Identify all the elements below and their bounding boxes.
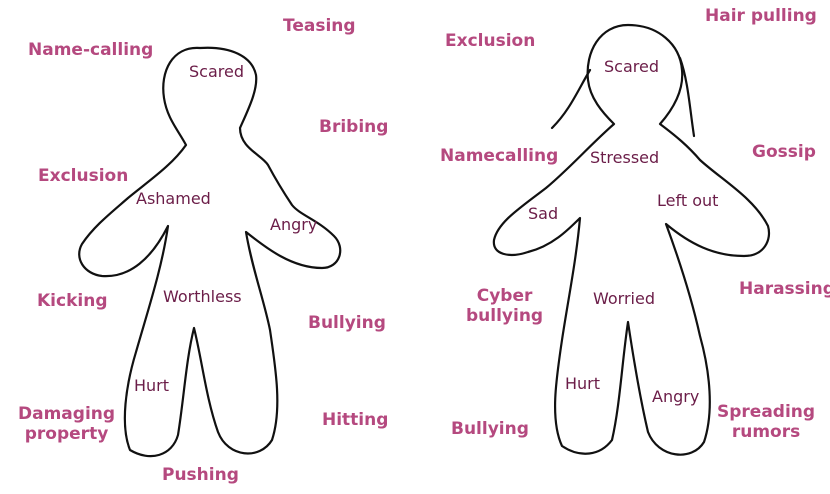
feeling-hurt-right: Hurt: [565, 375, 600, 393]
feeling-hurt-left: Hurt: [134, 377, 169, 395]
right-hair-left-strand: [552, 70, 590, 128]
feeling-ashamed: Ashamed: [136, 190, 211, 208]
feeling-sad: Sad: [528, 205, 558, 223]
feeling-angry-right: Angry: [652, 388, 699, 406]
label-namecalling: Namecalling: [440, 147, 558, 167]
feeling-scared-right: Scared: [604, 58, 659, 76]
label-pushing: Pushing: [162, 466, 239, 486]
label-spreading-rumors-line2: rumors: [717, 423, 815, 443]
label-gossip: Gossip: [752, 143, 816, 163]
label-cyber-bullying: Cyber bullying: [466, 287, 543, 326]
label-spreading-rumors-line1: Spreading: [717, 403, 815, 423]
label-exclusion-right: Exclusion: [445, 32, 535, 52]
label-damaging-property-line2: property: [18, 425, 115, 445]
feeling-stressed: Stressed: [590, 149, 659, 167]
label-cyber-bullying-line2: bullying: [466, 307, 543, 327]
label-bribing: Bribing: [319, 118, 388, 138]
label-hair-pulling: Hair pulling: [705, 7, 817, 27]
left-body-outline: [79, 48, 340, 456]
label-cyber-bullying-line1: Cyber: [466, 287, 543, 307]
label-bullying-left: Bullying: [308, 314, 386, 334]
label-kicking: Kicking: [37, 292, 107, 312]
label-exclusion-left: Exclusion: [38, 167, 128, 187]
label-harassing: Harassing: [739, 280, 830, 300]
label-spreading-rumors: Spreading rumors: [717, 403, 815, 442]
feeling-left-out: Left out: [657, 192, 718, 210]
label-damaging-property: Damaging property: [18, 405, 115, 444]
feeling-scared-left: Scared: [189, 63, 244, 81]
feeling-angry-left: Angry: [270, 216, 317, 234]
feeling-worthless: Worthless: [163, 288, 242, 306]
label-bullying-right: Bullying: [451, 420, 529, 440]
label-teasing: Teasing: [283, 17, 356, 37]
label-hitting: Hitting: [322, 411, 388, 431]
right-body-outline: [494, 25, 769, 455]
label-damaging-property-line1: Damaging: [18, 405, 115, 425]
label-name-calling: Name-calling: [28, 41, 153, 61]
feeling-worried: Worried: [593, 290, 655, 308]
